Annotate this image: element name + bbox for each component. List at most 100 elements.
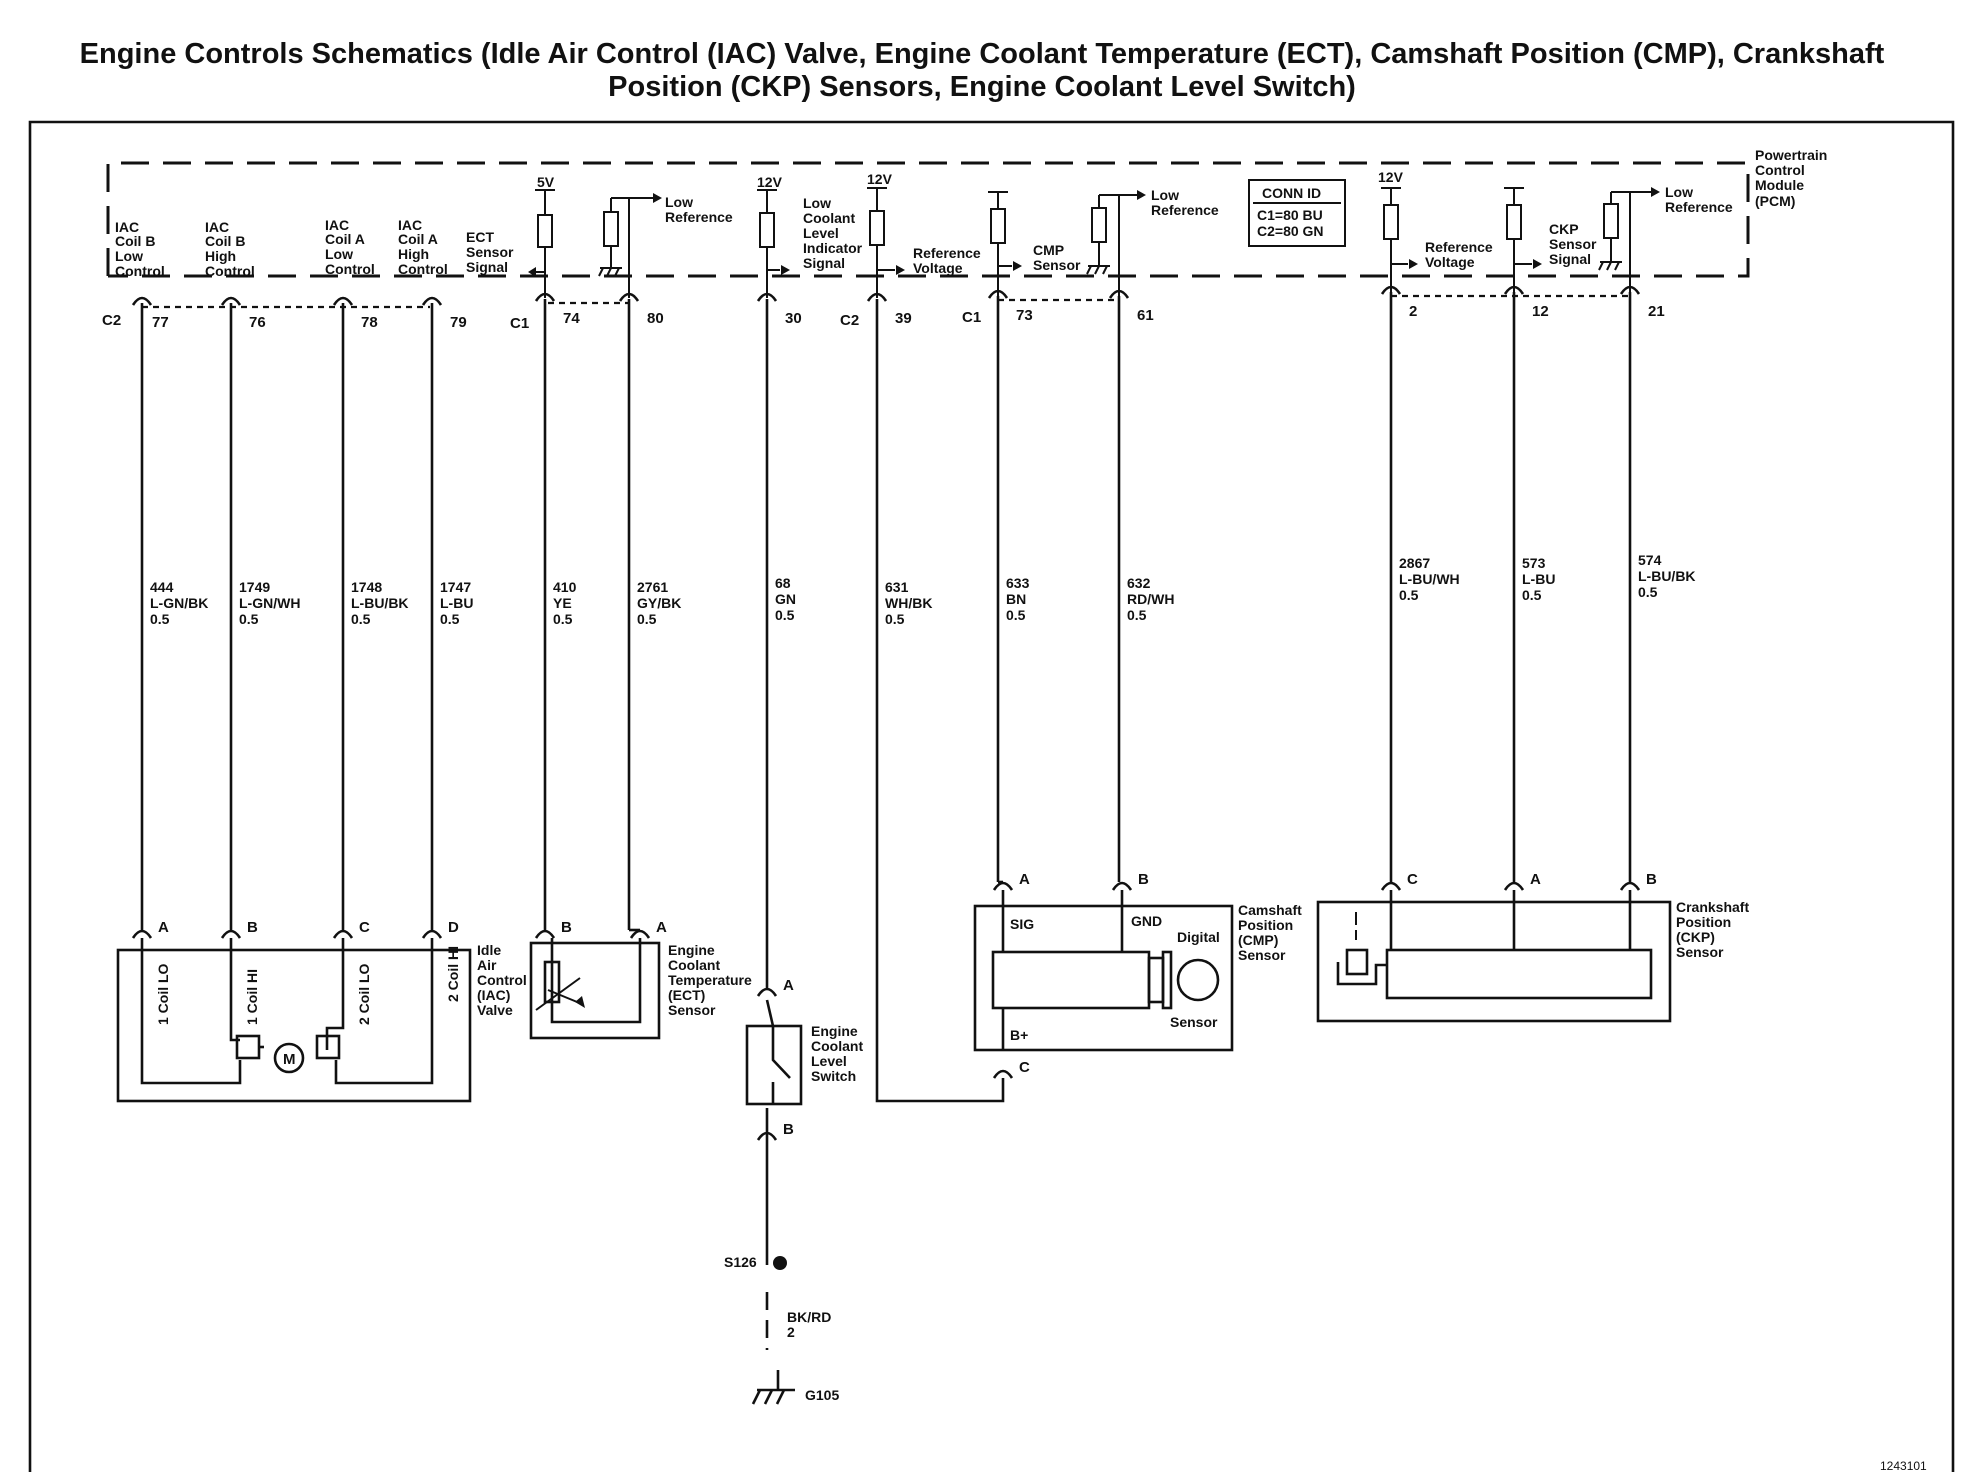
label-ckp-signal-2: Sensor [1549, 236, 1597, 252]
iac-valve: M 1 Coil LO 1 Coil HI 2 Coil LO 2 Coil H… [116, 938, 527, 1103]
splice-label: S126 [724, 1254, 757, 1270]
label-iac-a-high-1: IAC [398, 217, 422, 233]
conn-id-box: CONN ID C1=80 BU C2=80 GN [1248, 179, 1346, 247]
label-coolant-signal-1: Low [803, 195, 831, 211]
ckp-name-2: Position [1676, 914, 1731, 930]
pcm-pin-connector [618, 292, 640, 302]
wire-label: L-BU [440, 595, 473, 611]
pcm-internal-labels: IAC Coil B Low Control IAC Coil B High C… [115, 184, 1733, 279]
wire-label: 0.5 [775, 607, 795, 623]
pcm-label-line-3: Module [1755, 177, 1804, 193]
supply-12v-coolant: 12V [757, 174, 783, 190]
label-ckp-signal-1: CKP [1549, 221, 1579, 237]
component-pin-connector [220, 929, 242, 939]
wire-label: 2761 [637, 579, 668, 595]
ect-name-4: (ECT) [668, 987, 705, 1003]
label-ref-voltage-ckp-1: Reference [1425, 239, 1493, 255]
label-iac-a-low-3: Low [325, 246, 353, 262]
label-ect-low-ref-2: Reference [665, 209, 733, 225]
label-coolant-signal-3: Level [803, 225, 839, 241]
label-cmp-low-ref-2: Reference [1151, 202, 1219, 218]
iac-name-2: Air [477, 957, 497, 973]
wire-label: 632 [1127, 575, 1151, 591]
component-pin-letter: A [158, 919, 169, 936]
cmp-bplus-label: B+ [1010, 1027, 1028, 1043]
wire-label: L-GN/BK [150, 595, 208, 611]
wire-label: YE [553, 595, 572, 611]
wire-label: L-BU/BK [1638, 568, 1696, 584]
label-ckp-low-ref-2: Reference [1665, 199, 1733, 215]
label-ect-signal-3: Signal [466, 259, 508, 275]
wire-label: 631 [885, 579, 909, 595]
pcm-pin-connector [866, 292, 888, 302]
label-iac-b-low-4: Control [115, 263, 165, 279]
ect-name-5: Sensor [668, 1002, 716, 1018]
cmp-digital-label: Digital [1177, 929, 1220, 945]
wire-label: L-BU/BK [351, 595, 409, 611]
pcm-pin-connector [1619, 285, 1641, 295]
component-pin-connector [992, 881, 1014, 891]
coolant-switch-name-1: Engine [811, 1023, 858, 1039]
cmp-name-2: Position [1238, 917, 1293, 933]
label-iac-b-high-3: High [205, 248, 236, 264]
pcm-pin-number: 30 [785, 310, 802, 327]
component-pin-connector [534, 929, 556, 939]
diagram-title-line-1: Engine Controls Schematics (Idle Air Con… [79, 38, 1885, 70]
conn-id-c1: C1=80 BU [1257, 207, 1323, 223]
component-pin-letter: C [1019, 1059, 1030, 1076]
component-pin-connector [1380, 881, 1402, 891]
pcm-internal-circuits [107, 187, 1660, 298]
ect-sensor: Engine Coolant Temperature (ECT) Sensor [529, 938, 752, 1040]
coolant-switch-name-4: Switch [811, 1068, 856, 1084]
supply-5v-ect: 5V [537, 174, 555, 190]
conn-id-heading: CONN ID [1262, 185, 1321, 201]
label-ect-low-ref-1: Low [665, 194, 693, 210]
label-iac-a-high-4: Control [398, 261, 448, 277]
label-ckp-low-ref-1: Low [1665, 184, 1693, 200]
wire-label: GN [775, 591, 796, 607]
label-coolant-signal-5: Signal [803, 255, 845, 271]
pcm-pin-number: 79 [450, 314, 467, 331]
ckp-name-3: (CKP) [1676, 929, 1715, 945]
conn-id-c2: C2=80 GN [1257, 223, 1324, 239]
wire-label: 0.5 [150, 611, 170, 627]
component-pin-letter: A [783, 977, 794, 994]
wire-label: 2867 [1399, 555, 1430, 571]
component-pin-connector [756, 987, 778, 997]
cmp-name-4: Sensor [1238, 947, 1286, 963]
label-ref-voltage-cmp-1: Reference [913, 245, 981, 261]
ect-name-1: Engine [668, 942, 715, 958]
wire-label: 0.5 [239, 611, 259, 627]
iac-motor-label: M [283, 1051, 296, 1068]
cmp-sensor-label: Sensor [1170, 1014, 1218, 1030]
wire-label: 444 [150, 579, 174, 595]
pcm-pin-connector [987, 289, 1009, 299]
component-pin-letter: B [247, 919, 258, 936]
component-routing [765, 320, 1005, 1350]
pcm-label: Powertrain Control Module (PCM) [1755, 147, 1827, 209]
pcm-pin-connector [421, 296, 443, 306]
pcm-pin-number: 61 [1137, 307, 1154, 324]
pcm-pin-connector [220, 296, 242, 306]
label-iac-a-low-1: IAC [325, 217, 349, 233]
wire-label: 633 [1006, 575, 1030, 591]
component-pin-connector [332, 929, 354, 939]
pcm-pin-number: 2 [1409, 303, 1417, 320]
component-pin-letter: B [561, 919, 572, 936]
wire-label: 0.5 [1127, 607, 1147, 623]
iac-coil-2-hi: 2 Coil HI [445, 946, 461, 1002]
wire-label: 1747 [440, 579, 471, 595]
component-pin-letter: C [359, 919, 370, 936]
connector-labels: C2 C1 C2 C1 [102, 309, 981, 332]
ground-label: G105 [805, 1387, 839, 1403]
wire-label: 0.5 [553, 611, 573, 627]
diagram-title: Engine Controls Schematics (Idle Air Con… [0, 38, 1964, 104]
ect-name-2: Coolant [668, 957, 720, 973]
cmp-name-3: (CMP) [1238, 932, 1278, 948]
wire-label: 0.5 [885, 611, 905, 627]
component-pin-connector [1619, 881, 1641, 891]
label-coolant-signal-4: Indicator [803, 240, 863, 256]
wire-label: 0.5 [440, 611, 460, 627]
wire-layer: 77444L-GN/BK0.5761749L-GN/WH0.5781748L-B… [131, 285, 1696, 988]
